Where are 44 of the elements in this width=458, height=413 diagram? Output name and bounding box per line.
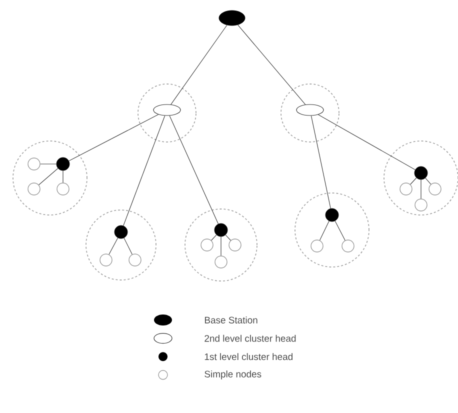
connector-line: [220, 236, 222, 256]
connector-line: [62, 170, 64, 183]
connector-line: [225, 234, 231, 241]
node-circle: [342, 240, 354, 252]
connector-line: [425, 178, 432, 185]
connector-line: [124, 238, 132, 255]
base-station: [218, 10, 246, 26]
connector-line: [211, 234, 217, 241]
connector-line: [319, 220, 330, 241]
connector-line: [108, 238, 118, 255]
cluster-head-dot: [214, 223, 228, 237]
connector-line: [318, 114, 416, 170]
node-circle: [28, 182, 40, 196]
node-circle: [128, 254, 142, 266]
cluster-head-ellipse: [296, 104, 324, 116]
cluster-head-dot: [56, 157, 70, 171]
legend-label: Base Station: [204, 316, 258, 324]
cluster-head-ellipse: [153, 104, 181, 116]
connector-line: [123, 115, 166, 226]
node-circle: [228, 238, 242, 252]
legend-label: Simple nodes: [204, 370, 262, 380]
node-circle: [310, 240, 324, 252]
connector-line: [38, 168, 58, 186]
legend-label: 1st level cluster head: [204, 353, 292, 360]
connector-line: [170, 24, 228, 105]
cluster-head-dot: [114, 225, 128, 239]
connector-line: [334, 220, 346, 241]
connector-line: [310, 115, 331, 209]
cluster-head-dot: [414, 166, 428, 180]
connector-line: [410, 178, 417, 185]
node-circle: [28, 158, 40, 170]
node-circle: [56, 182, 70, 196]
node-circle: [428, 182, 442, 196]
node-circle: [214, 256, 228, 268]
node-circle: [400, 182, 412, 196]
legend-label: 2nd level cluster head: [204, 334, 296, 342]
node-circle: [414, 198, 428, 212]
connector-line: [420, 179, 422, 199]
node-circle: [100, 254, 112, 266]
connector-line: [238, 24, 306, 105]
node-circle: [200, 238, 214, 252]
connector-line: [169, 115, 219, 224]
connector-line: [68, 114, 159, 162]
cluster-head-dot: [325, 208, 339, 222]
